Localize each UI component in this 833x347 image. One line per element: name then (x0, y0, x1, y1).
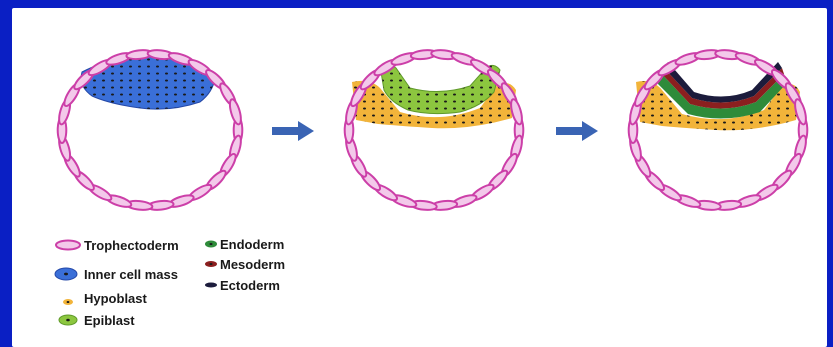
stage-trilaminar-disc (628, 49, 808, 211)
legend-label: Endoderm (220, 237, 284, 252)
progression-arrow (556, 121, 598, 141)
legend-label: Mesoderm (220, 257, 285, 272)
legend-label: Hypoblast (84, 291, 148, 306)
stage-bilaminar-disc (344, 49, 524, 211)
trophectoderm-swatch (56, 241, 80, 250)
progression-arrow (272, 121, 314, 141)
legend-label: Epiblast (84, 313, 135, 328)
trophectoderm-cell (228, 98, 243, 125)
legend-label: Ectoderm (220, 278, 280, 293)
trophectoderm-cell (793, 98, 808, 125)
legend: Trophectoderm Inner cell mass Hypoblast … (55, 237, 285, 328)
stage-blastocyst (57, 49, 243, 211)
legend-label: Inner cell mass (84, 267, 178, 282)
legend-item-mesoderm: Mesoderm (205, 257, 285, 272)
legend-item-inner-cell-mass: Inner cell mass (55, 267, 178, 282)
legend-item-hypoblast: Hypoblast (63, 291, 148, 306)
legend-item-ectoderm: Ectoderm (205, 278, 280, 293)
legend-item-trophectoderm: Trophectoderm (56, 238, 179, 253)
ectoderm-swatch (205, 283, 217, 288)
trophectoderm-cell (509, 98, 524, 125)
legend-label: Trophectoderm (84, 238, 179, 253)
legend-item-endoderm: Endoderm (205, 237, 284, 252)
trophectoderm-ring (344, 49, 524, 211)
legend-item-epiblast: Epiblast (59, 313, 135, 328)
